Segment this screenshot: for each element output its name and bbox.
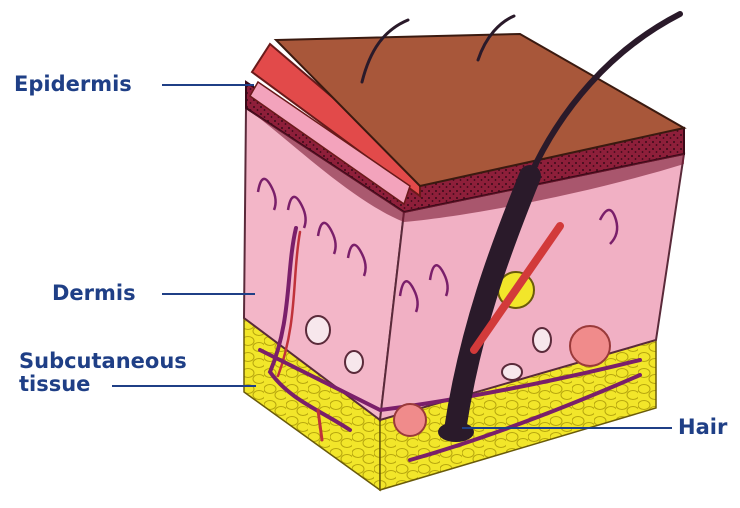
hair-text: Hair: [678, 416, 727, 439]
dermis-label: Dermis: [52, 282, 136, 305]
subcutaneous-text-line1: Subcutaneous: [19, 350, 187, 373]
subcutaneous-label: Subcutaneous tissue: [19, 350, 187, 396]
subcutaneous-text-line2: tissue: [19, 373, 187, 396]
hair-label: Hair: [678, 416, 727, 439]
epidermis-label: Epidermis: [14, 73, 132, 96]
epidermis-text: Epidermis: [14, 73, 132, 96]
hair-bulb: [438, 422, 474, 442]
dermis-text: Dermis: [52, 282, 136, 305]
